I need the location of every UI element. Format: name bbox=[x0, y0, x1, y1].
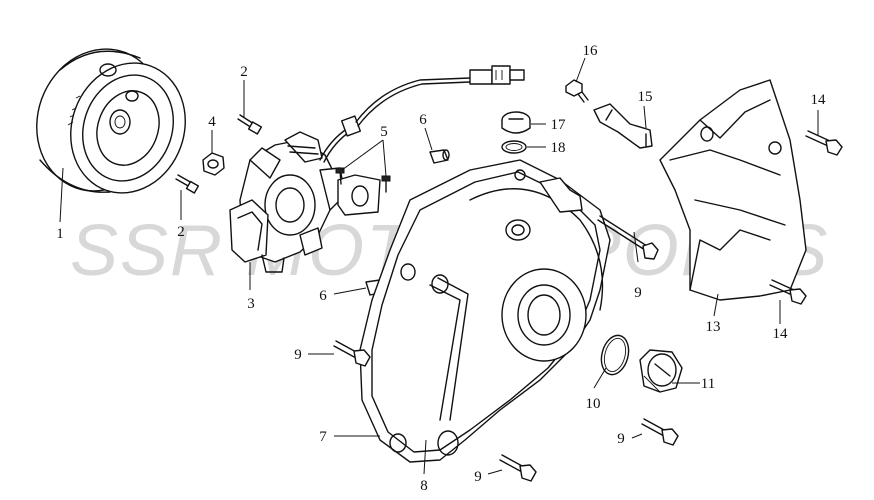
callout-14-bottom: 14 bbox=[773, 326, 789, 342]
callout-9-bottom: 9 bbox=[474, 469, 482, 485]
part-plug-11 bbox=[639, 349, 683, 393]
part-sprocket-cover bbox=[659, 79, 807, 301]
part-flywheel bbox=[36, 48, 186, 194]
part-bolt-9-top bbox=[597, 215, 659, 260]
part-o-ring-18 bbox=[501, 140, 527, 154]
callout-5: 5 bbox=[380, 124, 388, 140]
callout-3: 3 bbox=[247, 296, 255, 312]
leader-lines bbox=[59, 57, 819, 475]
part-screws-5 bbox=[335, 167, 391, 193]
part-crankcase-cover bbox=[359, 159, 611, 463]
callout-11: 11 bbox=[701, 376, 715, 392]
callout-13: 13 bbox=[706, 319, 721, 335]
callout-14-top: 14 bbox=[811, 92, 827, 108]
callout-9-left: 9 bbox=[294, 347, 302, 363]
part-bolt-9-left bbox=[333, 340, 371, 367]
part-bolt-2-upper bbox=[237, 114, 263, 135]
callout-10: 10 bbox=[586, 396, 601, 412]
part-bolt-14-bottom bbox=[769, 279, 807, 305]
callout-9-bottom-right: 9 bbox=[617, 431, 625, 447]
callout-1: 1 bbox=[56, 226, 64, 242]
part-bolt-16 bbox=[565, 79, 589, 103]
part-stator bbox=[229, 131, 346, 273]
callout-16: 16 bbox=[583, 43, 599, 59]
callout-18: 18 bbox=[551, 140, 566, 156]
part-dowel-upper bbox=[429, 149, 450, 164]
callout-2-upper: 2 bbox=[240, 64, 248, 80]
part-pickup-harness bbox=[319, 65, 525, 216]
part-bracket-15 bbox=[593, 103, 653, 149]
part-bolt-14-top bbox=[805, 130, 843, 156]
callout-6-upper: 6 bbox=[419, 112, 427, 128]
part-o-ring-10 bbox=[600, 334, 630, 376]
callout-4: 4 bbox=[208, 114, 216, 130]
callout-8: 8 bbox=[420, 478, 428, 494]
callout-9-top: 9 bbox=[634, 285, 642, 301]
part-bolt-9-bottom-right bbox=[641, 418, 679, 446]
part-filler-cap-17 bbox=[501, 111, 531, 134]
callout-2-lower: 2 bbox=[177, 224, 185, 240]
callout-6-lower: 6 bbox=[319, 288, 327, 304]
callout-15: 15 bbox=[638, 89, 653, 105]
part-nut bbox=[202, 152, 225, 176]
callout-17: 17 bbox=[551, 117, 567, 133]
callout-7: 7 bbox=[319, 429, 327, 445]
part-bolt-2-lower bbox=[175, 174, 200, 194]
callout-labels: 1 2 2 4 3 5 6 6 7 8 9 9 9 9 10 11 13 14 … bbox=[56, 43, 826, 494]
part-bolt-9-bottom bbox=[499, 454, 537, 482]
